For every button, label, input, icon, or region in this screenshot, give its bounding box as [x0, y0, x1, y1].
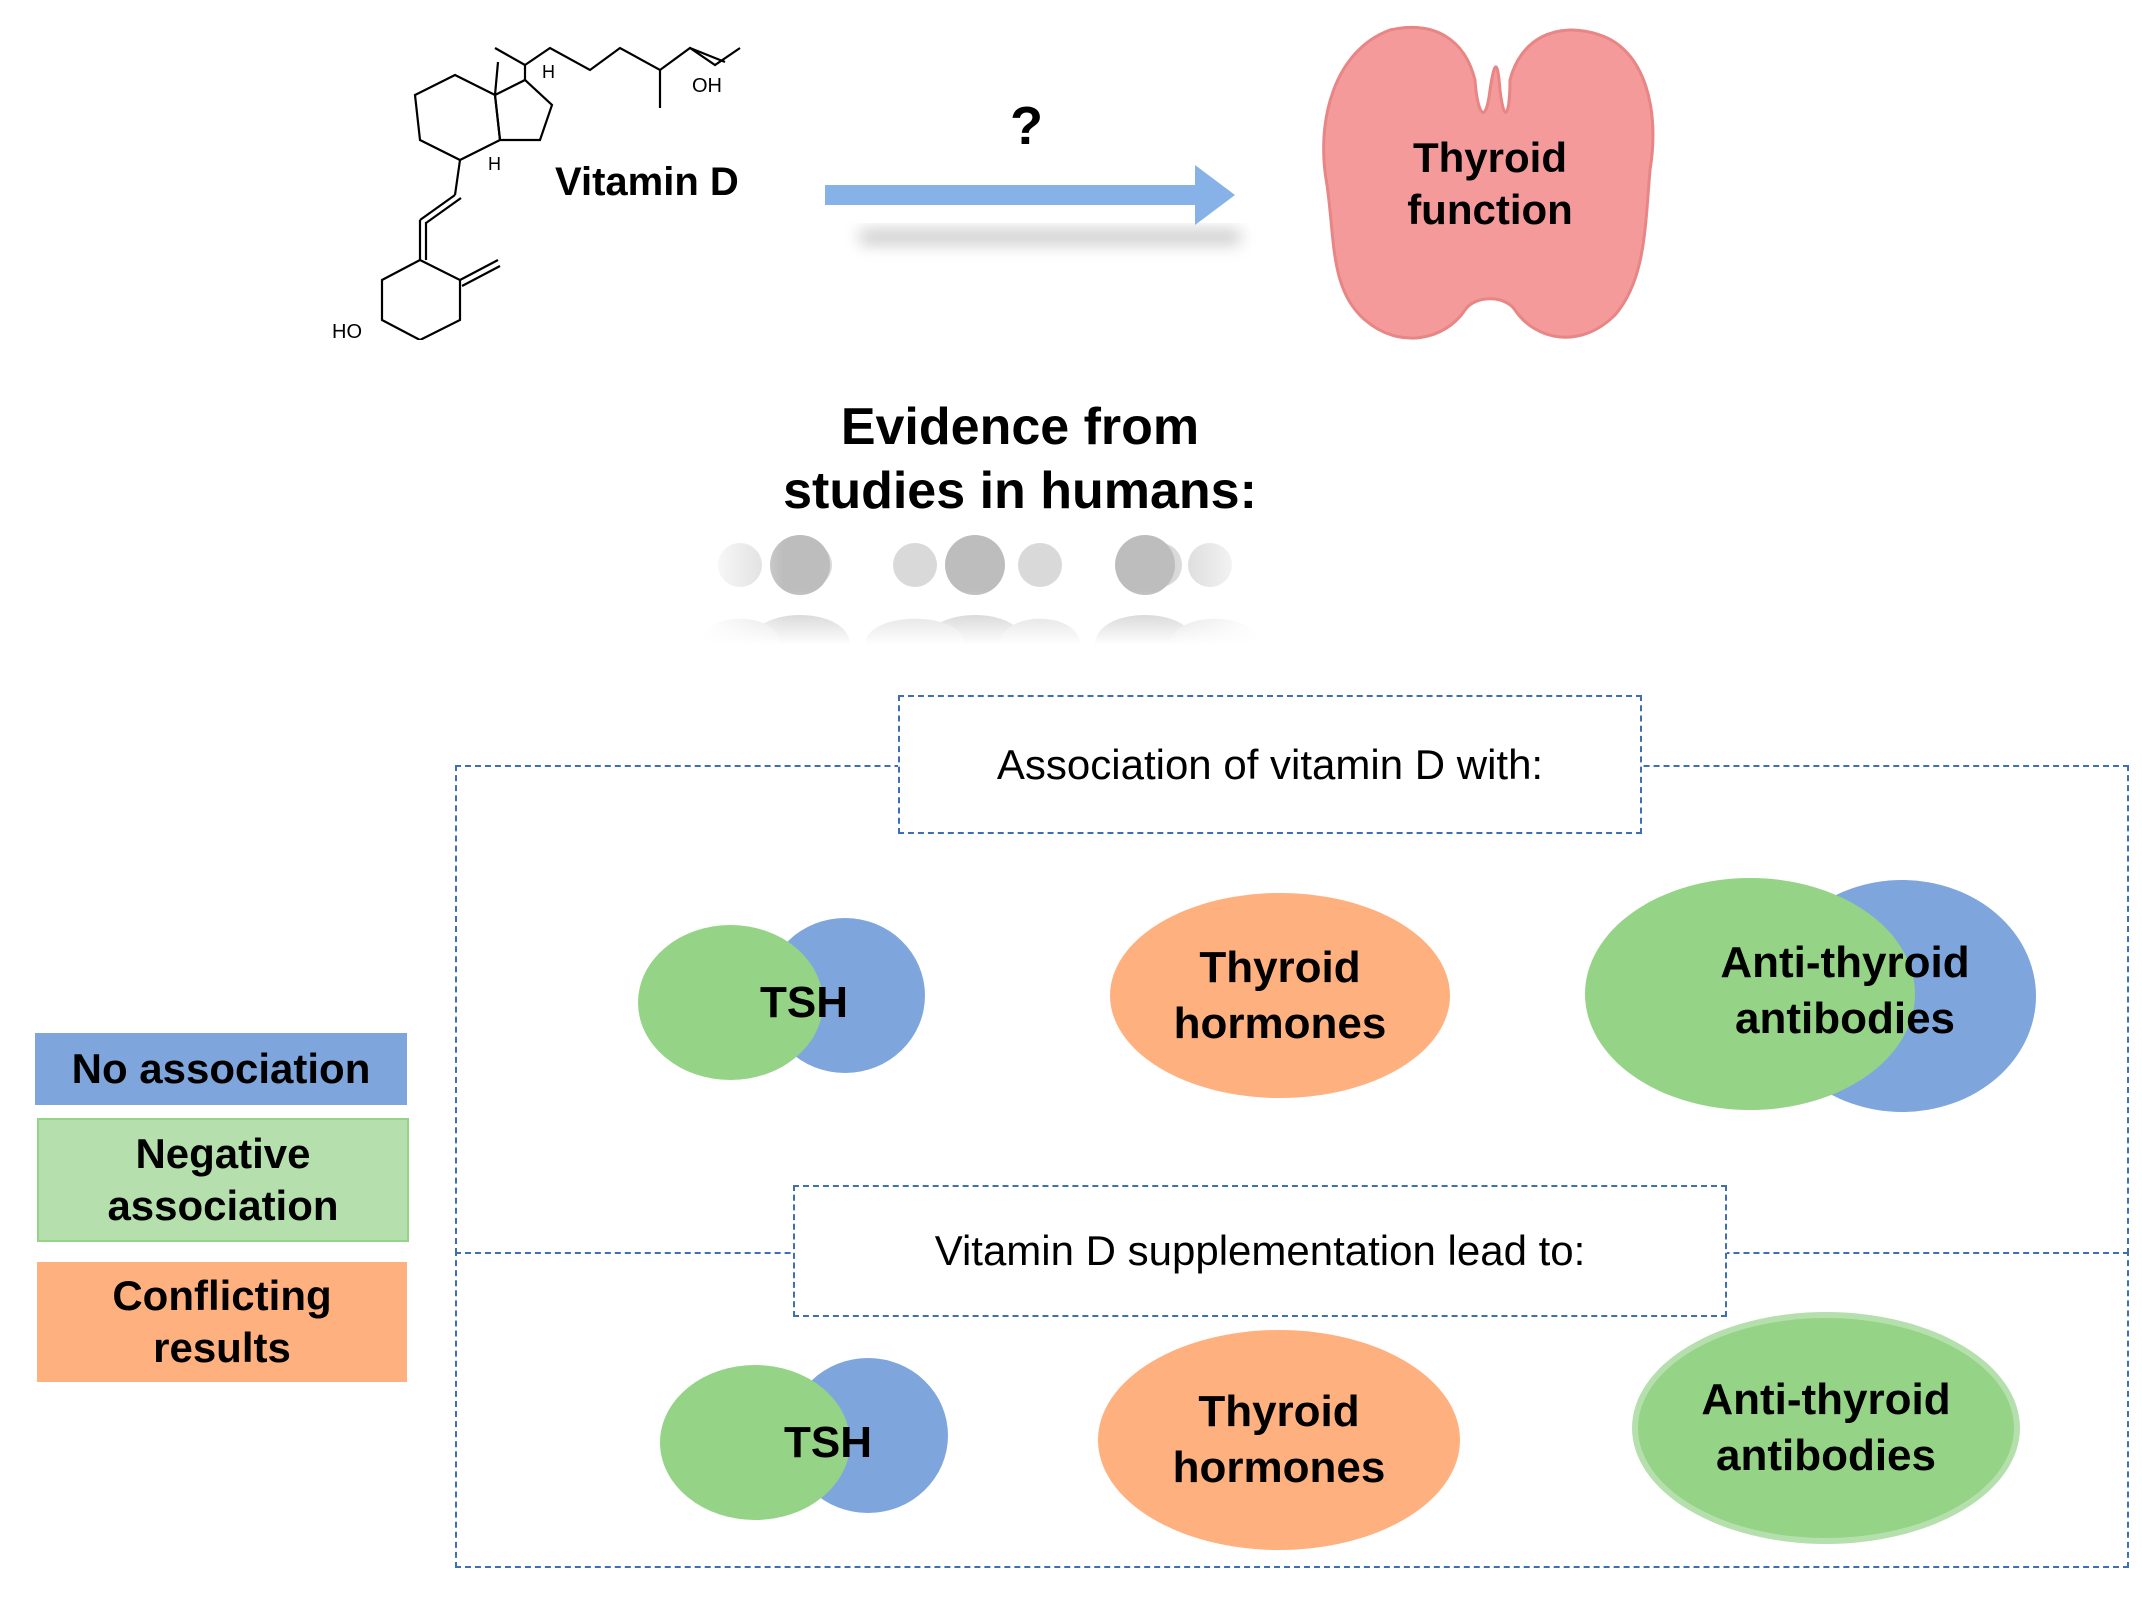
thyroid-function-label: Thyroid function — [1407, 134, 1573, 233]
thyroid-hormones-ellipse: Thyroid hormones — [1110, 893, 1450, 1098]
oh-label: OH — [692, 75, 722, 97]
ho-label: HO — [332, 321, 362, 340]
tsh-supp-label: TSH — [784, 1418, 872, 1467]
thyroid-icon — [1322, 25, 1655, 340]
vitamin-d-molecule: OH HO H H — [332, 46, 741, 340]
legend-conflicting-results: Conflicting results — [37, 1262, 407, 1382]
evidence-title: Evidence from studies in humans: — [783, 398, 1257, 520]
thyroid-hormones-supp-line2: hormones — [1172, 1443, 1386, 1492]
tsh-supp-negative-ellipse — [660, 1365, 850, 1520]
antibodies-supp-line1: Anti-thyroid — [1701, 1375, 1951, 1424]
h-label: H — [488, 154, 501, 174]
tsh-negative-ellipse — [638, 925, 823, 1080]
legend-negative-association: Negative association — [37, 1118, 409, 1242]
supplementation-header: Vitamin D supplementation lead to: — [793, 1185, 1727, 1317]
thyroid-hormones-line1: Thyroid — [1199, 942, 1361, 992]
arrow-icon — [825, 165, 1240, 244]
supplementation-frame — [455, 1250, 2129, 1568]
antibodies-label: Anti-thyroid antibodies — [1720, 938, 1970, 1043]
question-mark: ? — [1010, 96, 1043, 156]
thyroid-hormones-supp-line1: Thyroid — [1198, 1387, 1360, 1436]
antibodies-negative-ellipse — [1585, 878, 1915, 1110]
tsh-label: TSH — [760, 978, 848, 1027]
h-label: H — [542, 62, 555, 82]
antibodies-supp-line2: antibodies — [1715, 1431, 1936, 1480]
thyroid-hormones-supp-ellipse: Thyroid hormones — [1098, 1330, 1460, 1550]
association-header: Association of vitamin D with: — [898, 695, 1642, 834]
legend-no-association: No association — [35, 1033, 407, 1105]
thyroid-hormones-line2: hormones — [1173, 998, 1387, 1048]
vitamin-d-label: Vitamin D — [555, 160, 739, 204]
people-icon — [700, 535, 1260, 645]
antibodies-supp-ellipse: Anti-thyroid antibodies — [1638, 1318, 2014, 1538]
